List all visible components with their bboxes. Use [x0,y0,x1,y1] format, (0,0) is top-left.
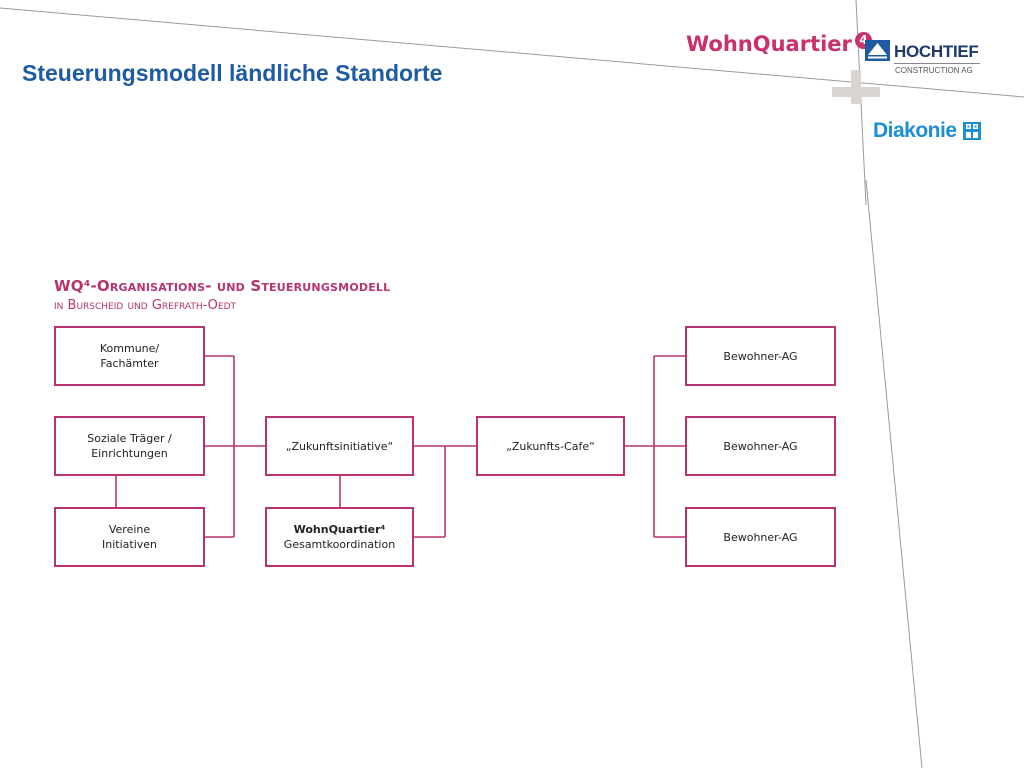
node-bewohner-ag-3: Bewohner-AG [685,507,836,567]
node-bewohner-ag-1: Bewohner-AG [685,326,836,386]
node-kommune: Kommune/ Fachämter [54,326,205,386]
node-zukunfts-cafe: „Zukunfts-Cafe“ [476,416,625,476]
wohnquartier-logo: WohnQuartier 4 [686,32,872,56]
hochtief-logo: HOCHTIEF CONSTRUCTION AG [865,38,983,78]
node-zukunftsinitiative-label: „Zukunftsinitiative“ [285,439,394,453]
wohnquartier-logo-text: WohnQuartier [686,32,852,56]
node-kommune-line1: Kommune/ [99,342,160,355]
node-soziale-traeger: Soziale Träger / Einrichtungen [54,416,205,476]
node-zukunftsinitiative: „Zukunftsinitiative“ [265,416,414,476]
diagram-connectors [115,355,685,538]
diakonie-logo: Diakonie [873,119,981,143]
node-gesamtkoordination-line1: WohnQuartier⁴ [293,523,386,536]
node-vereine: Vereine Initiativen [54,507,205,567]
diakonie-logo-text: Diakonie [873,119,957,142]
diagram-title: WQ⁴-Organisations- und Steuerungsmodell [54,277,391,295]
node-bewohner-ag-2: Bewohner-AG [685,416,836,476]
page-title: Steuerungsmodell ländliche Standorte [22,60,443,86]
node-zukunfts-cafe-label: „Zukunfts-Cafe“ [506,439,595,453]
node-bewohner-ag-3-label: Bewohner-AG [723,530,798,544]
hochtief-icon [865,40,890,61]
node-vereine-line2: Initiativen [102,538,157,551]
diakonie-cross-icon [962,122,981,140]
plus-icon [832,70,880,104]
node-soziale-line1: Soziale Träger / [87,432,172,445]
hochtief-logo-name: HOCHTIEF [894,42,979,61]
node-gesamtkoordination: WohnQuartier⁴ Gesamtkoordination [265,507,414,567]
hochtief-logo-subtitle: CONSTRUCTION AG [895,66,973,75]
node-bewohner-ag-2-label: Bewohner-AG [723,439,798,453]
node-gesamtkoordination-line2: Gesamtkoordination [283,538,396,551]
node-bewohner-ag-1-label: Bewohner-AG [723,349,798,363]
diagram-subtitle: in Burscheid und Grefrath-Oedt [54,298,237,313]
node-kommune-line2: Fachämter [100,357,159,370]
hochtief-logo-divider [894,63,980,64]
node-soziale-line2: Einrichtungen [91,447,168,460]
node-vereine-line1: Vereine [108,523,151,536]
